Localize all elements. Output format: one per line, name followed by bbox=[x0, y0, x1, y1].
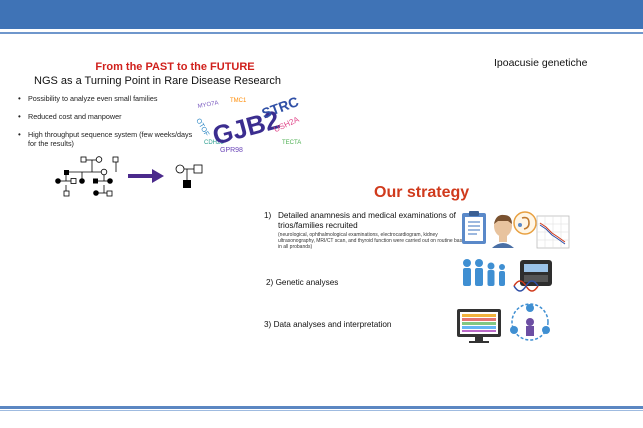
step-note: (neurological, ophthalmological examinat… bbox=[278, 232, 466, 250]
wordcloud-word: CDH23 bbox=[204, 140, 224, 146]
data-monitor-icon bbox=[457, 309, 501, 343]
ngs-subtitle: NGS as a Turning Point in Rare Disease R… bbox=[34, 75, 282, 87]
patient-head-icon bbox=[492, 214, 514, 248]
wordcloud-word: GPR98 bbox=[220, 147, 243, 154]
header-divider bbox=[0, 32, 643, 34]
step-number: 1) bbox=[264, 211, 272, 220]
wordcloud-word: MYO7A bbox=[197, 100, 219, 110]
step-text: Detailed anamnesis and medical examinati… bbox=[278, 211, 456, 230]
benefit-item: Reduced cost and manpower bbox=[18, 112, 198, 121]
step-number: 2) bbox=[266, 278, 274, 287]
strategy-title: Our strategy bbox=[374, 184, 470, 201]
footer-divider-thin bbox=[0, 410, 643, 411]
family-group-icon bbox=[463, 259, 505, 286]
family-pedigree-chart bbox=[55, 156, 119, 197]
clipboard-icon bbox=[462, 211, 486, 244]
strategy-step-1: 1) Detailed anamnesis and medical examin… bbox=[264, 211, 466, 250]
benefit-item: Possibility to analyze even small famili… bbox=[18, 94, 198, 103]
step-number: 3) bbox=[264, 320, 272, 329]
strategy-step-2: 2) Genetic analyses bbox=[266, 278, 338, 288]
dna-sequencer-icon bbox=[513, 260, 552, 292]
past-future-title: From the PAST to the FUTURE bbox=[95, 61, 255, 73]
step-text: Data analyses and interpretation bbox=[273, 320, 392, 329]
wordcloud-word: TECTA bbox=[282, 140, 301, 146]
trio-pedigree-chart bbox=[175, 164, 203, 188]
header-bar bbox=[0, 0, 643, 29]
wordcloud-word: TMC1 bbox=[230, 98, 247, 104]
topic-label: Ipoacusie genetiche bbox=[494, 57, 588, 69]
ear-exam-icon bbox=[513, 211, 537, 235]
step-text: Genetic analyses bbox=[275, 278, 339, 287]
audiogram-chart-icon bbox=[536, 215, 570, 249]
strategy-step-3: 3) Data analyses and interpretation bbox=[264, 320, 391, 330]
footer-divider bbox=[0, 406, 643, 409]
benefit-list: Possibility to analyze even small famili… bbox=[18, 94, 198, 157]
benefit-item: High throughput sequence system (few wee… bbox=[18, 130, 198, 148]
gene-wordcloud: MYO7A OTOF CDH23 GJB2 STRC USH2A GPR98 T… bbox=[192, 90, 312, 154]
analysis-network-icon bbox=[510, 303, 550, 341]
arrow-right-icon bbox=[128, 169, 164, 183]
